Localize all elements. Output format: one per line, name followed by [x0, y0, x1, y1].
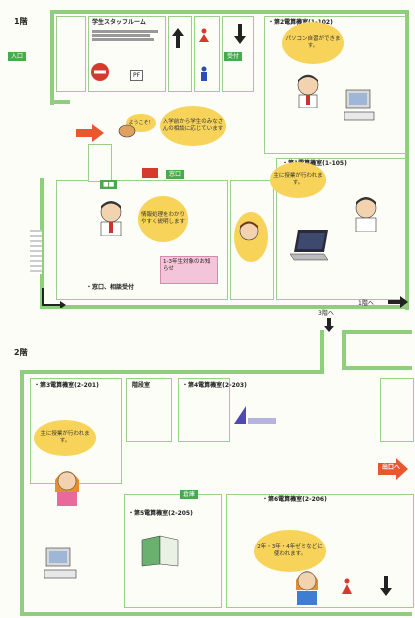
red-block	[142, 168, 158, 178]
bubble-center: 入学前から学生のみなさんの相談に応じています	[160, 106, 226, 146]
wall	[50, 100, 70, 104]
room-storage	[56, 16, 86, 92]
wall	[50, 10, 54, 105]
to-outside-label: 1階へ	[358, 300, 374, 307]
bird-icon	[118, 124, 136, 138]
wall	[20, 370, 320, 374]
staff-room-desc	[92, 29, 158, 42]
staff-room-label: 学生スタッフルーム	[92, 19, 146, 26]
female-staff-icon	[55, 471, 79, 506]
office-tag-2: ■■	[100, 180, 118, 189]
floor-1-label: 1階	[14, 17, 28, 26]
laptop-icon	[290, 230, 329, 261]
female-restroom-icon	[199, 28, 209, 42]
wall	[40, 178, 44, 308]
no-entry-icon	[91, 63, 109, 81]
wall	[342, 366, 412, 370]
wall	[342, 330, 412, 334]
wall	[50, 10, 405, 14]
female-staff-icon	[296, 571, 318, 605]
down-arrow-icon	[234, 24, 246, 44]
computer-icon	[44, 547, 77, 579]
bubble-206: 2年・3年・4年ゼミなどに使われます。	[254, 530, 326, 572]
bubble-102: パソコン自習ができます。	[282, 22, 344, 64]
storage-tag: 倉庫	[180, 490, 199, 499]
bubble-201: 主に授業が行われます。	[34, 420, 96, 456]
elevator-up-icon	[172, 28, 184, 48]
down-arrow-icon	[380, 576, 392, 596]
room-elevator	[168, 16, 192, 92]
room-205-label: ・第5電算機室(2-205)	[128, 510, 193, 517]
exit-arrow-icon	[378, 458, 408, 480]
room-102-label: ・第2電算機室(1-102)	[268, 19, 333, 26]
female-restroom-icon	[342, 578, 352, 594]
computer-icon	[344, 89, 375, 121]
staff-person-icon	[239, 221, 259, 241]
wall	[20, 370, 24, 615]
pennant-icon	[234, 406, 276, 424]
staff-person-icon	[297, 74, 319, 108]
corner-arrow-icon	[42, 288, 66, 308]
stairs	[30, 230, 42, 274]
wall	[342, 330, 346, 370]
to-3f-label: 3階へ	[318, 310, 334, 317]
down-arrow-icon	[324, 318, 334, 332]
staff-person-icon	[100, 201, 122, 236]
counseling-label: ・窓口、相談受付	[86, 284, 135, 291]
room-203-label: ・第4電算機室(2-203)	[182, 382, 247, 389]
room-206-label: ・第6電算機室(2-206)	[262, 496, 327, 503]
exit-label: 出口へ	[382, 464, 401, 471]
room-side	[380, 378, 414, 442]
staff-person-icon	[355, 197, 377, 232]
entrance-arrow-icon	[76, 124, 104, 142]
wall	[320, 330, 324, 374]
floor-2-label: 2階	[14, 348, 28, 357]
reception-tag: 受付	[224, 52, 243, 61]
male-restroom-icon	[201, 66, 207, 81]
wall	[20, 612, 412, 616]
room-201-label: ・第3電算機室(2-201)	[34, 382, 99, 389]
bubble-105: 主に授業が行われます。	[270, 162, 326, 198]
notice-box: 1-3年生対象のお知らせ	[160, 256, 218, 284]
pf-sign: PF	[130, 70, 144, 81]
wall	[40, 305, 409, 309]
book-icon	[141, 535, 179, 567]
stairs-room-label: 階段室	[132, 382, 151, 389]
room-corridor	[88, 144, 112, 182]
wall	[405, 10, 409, 310]
room-105-label: ・第1電算機室(1-105)	[282, 160, 347, 167]
office-tag: 窓口	[166, 170, 185, 179]
room-stairs	[126, 378, 172, 442]
right-arrow-icon	[388, 296, 408, 308]
room-203	[178, 378, 230, 442]
entrance-tag: 入口	[8, 52, 27, 61]
bubble-counter: 情報処理をわかりやすく説明します	[138, 196, 188, 242]
room-105	[276, 158, 406, 300]
